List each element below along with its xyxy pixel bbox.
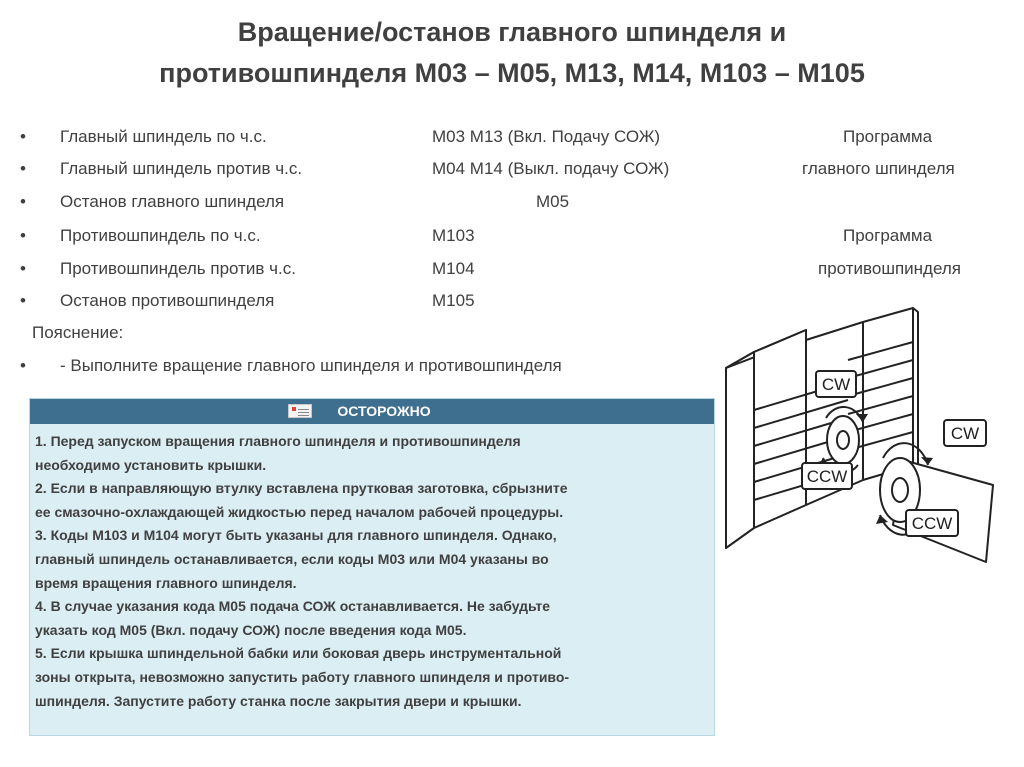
caution-title: ОСТОРОЖНО xyxy=(337,403,431,419)
right-slats xyxy=(847,341,914,451)
row-code: M104 xyxy=(432,259,475,278)
bullet: • xyxy=(20,356,26,375)
bullet: • xyxy=(20,127,26,146)
caution-line: главный шпиндель останавливается, если к… xyxy=(35,550,549,567)
row-note: Программа xyxy=(843,127,933,146)
spindle-rotation-diagram: CW CCW CW CCW xyxy=(725,307,994,563)
row-label: Главный шпиндель против ч.с. xyxy=(60,159,303,178)
caution-line: 3. Коды M103 и M104 могут быть указаны д… xyxy=(35,527,557,544)
title-line-1: Вращение/останов главного шпинделя и xyxy=(237,17,787,47)
caution-body: 1. Перед запуском вращения главного шпин… xyxy=(30,424,714,713)
m-code-row: • Главный шпиндель против ч.с. M04 M14 (… xyxy=(0,154,1024,184)
bullet: • xyxy=(20,291,26,310)
row-note: Программа xyxy=(843,226,933,245)
cw-arrow-icon xyxy=(882,442,929,466)
caution-line: 2. Если в направляющую втулку вставлена … xyxy=(35,480,568,497)
row-code: M103 xyxy=(432,226,475,245)
cw-label-box xyxy=(815,370,857,398)
caution-header: ОСТОРОЖНО xyxy=(30,399,714,424)
right-panel-side xyxy=(912,307,919,469)
row-label: Противошпиндель по ч.с. xyxy=(60,226,261,245)
caution-line: необходимо установить крышки. xyxy=(35,456,267,473)
bullet: • xyxy=(20,259,26,278)
panel-join-lines xyxy=(805,321,864,506)
m-code-row: • Останов главного шпинделя M05 xyxy=(0,187,1024,217)
bullet: • xyxy=(20,226,26,245)
ccw-label: CCW xyxy=(807,467,848,486)
row-code: M04 M14 (Выкл. подачу СОЖ) xyxy=(432,159,670,178)
caution-line: указать код М05 (Вкл. подачу СОЖ) после … xyxy=(35,621,467,638)
row-label: Противошпиндель против ч.с. xyxy=(60,259,296,278)
caution-line: шпинделя. Запустите работу станка после … xyxy=(35,692,522,709)
explanation-row: • - Выполните вращение главного шпинделя… xyxy=(0,351,1024,381)
ccw-label: CCW xyxy=(912,514,953,533)
row-label: Останов противошпинделя xyxy=(60,291,275,310)
right-panel-front xyxy=(862,307,914,481)
warning-sign-icon xyxy=(288,404,312,418)
row-label: Главный шпиндель по ч.с. xyxy=(60,127,267,146)
ccw-label-box xyxy=(905,509,959,537)
caution-line: ее смазочно-охлаждающей жидкостью перед … xyxy=(35,503,564,520)
row-code: M105 xyxy=(432,291,475,310)
ccw-label-box xyxy=(801,462,853,490)
row-code: M05 xyxy=(536,192,570,211)
cw-label: CW xyxy=(951,424,979,443)
sub-spindle-bore xyxy=(891,477,909,503)
m-code-row: • Главный шпиндель по ч.с. M03 M13 (Вкл.… xyxy=(0,122,1024,152)
cw-label: CW xyxy=(822,375,850,394)
row-code: M03 M13 (Вкл. Подачу СОЖ) xyxy=(432,127,661,146)
cw-label-box xyxy=(943,419,987,447)
bullet: • xyxy=(20,159,26,178)
m-code-row: • Противошпиндель против ч.с. M104 проти… xyxy=(0,254,1024,284)
caution-line: зоны открыта, невозможно запустить работ… xyxy=(35,668,570,685)
caution-line: 1. Перед запуском вращения главного шпин… xyxy=(35,433,521,449)
main-spindle-bore xyxy=(836,430,850,450)
caution-line: 4. В случае указания кода М05 подача СОЖ… xyxy=(35,598,551,615)
slide-title: Вращение/останов главного шпинделя и про… xyxy=(0,12,1024,94)
title-line-2: противошпинделя М03 – М05, М13, М14, М10… xyxy=(159,58,865,88)
row-note: главного шпинделя xyxy=(802,159,955,178)
row-label: Останов главного шпинделя xyxy=(60,192,285,211)
explanation-text: - Выполните вращение главного шпинделя и… xyxy=(60,356,562,375)
caution-line: 5. Если крышка шпиндельной бабки или бок… xyxy=(35,645,562,662)
row-note: противошпинделя xyxy=(818,259,961,278)
m-code-row: • Противошпиндель по ч.с. M103 Программа xyxy=(0,221,1024,251)
bullet: • xyxy=(20,192,26,211)
left-panel-side xyxy=(725,351,755,549)
m-code-row: • Останов противошпинделя M105 xyxy=(0,286,1024,316)
caution-box: ОСТОРОЖНО 1. Перед запуском вращения гла… xyxy=(29,398,715,736)
caution-line: время вращения главного шпинделя. xyxy=(35,574,297,591)
left-slats xyxy=(753,381,849,501)
explanation-heading: Пояснение: xyxy=(32,323,124,342)
